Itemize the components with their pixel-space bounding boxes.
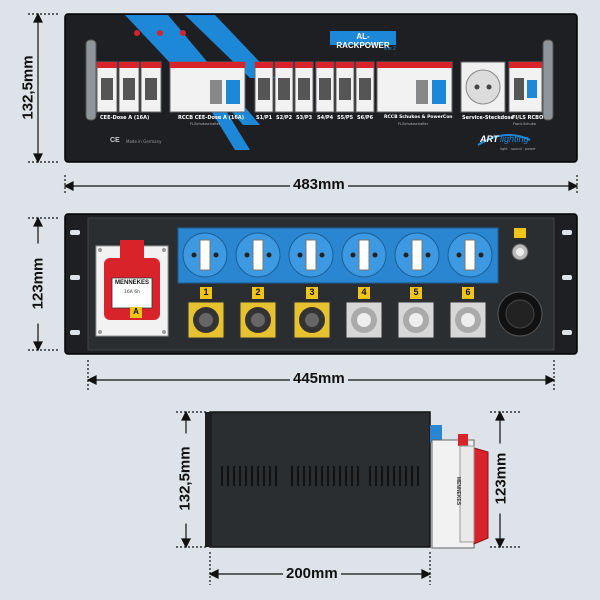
label-s4p4: S4/P4 (317, 115, 334, 121)
label-rccb-cee: RCCB CEE-Dose A (16A) (178, 115, 245, 121)
breaker-group-cee (96, 61, 162, 113)
side-housing (209, 411, 431, 548)
sublabel-rccb-schuko: FI-Schutzschalter (398, 122, 429, 126)
channel-number-1: 1 (203, 287, 209, 297)
rack-holes (70, 230, 572, 335)
label-s1p1: S1/P1 (256, 115, 273, 121)
side-plug-brand: MENNEKES (455, 476, 461, 506)
back-width-label: 445mm (290, 370, 348, 387)
ce-mark: CE (110, 137, 120, 144)
cee-channel-label: A (133, 307, 139, 316)
front-panel-drawing (28, 12, 579, 195)
side-vents (221, 466, 419, 486)
channel-number-3: 3 (309, 287, 315, 297)
rccb-cee (169, 61, 246, 113)
label-rccb-schuko: RCCB Schukos & PowerCon (384, 115, 453, 120)
channel-number-tiles (200, 287, 474, 299)
schuko-sockets (182, 232, 493, 278)
schuko-socket-row[interactable] (177, 227, 499, 284)
logo-tagline: light · sound · power (500, 147, 536, 151)
rccb-schuko (376, 61, 453, 113)
label-s3p3: S3/P3 (296, 115, 313, 121)
side-depth-label: 200mm (283, 565, 341, 582)
breaker-group-schuko-2 (315, 61, 375, 113)
schuko-socket-2[interactable] (235, 232, 281, 278)
breaker-group-schuko-1 (254, 61, 314, 113)
cee-socket[interactable] (95, 240, 169, 337)
channel-number-2: 2 (255, 287, 261, 297)
sublabel-rccb-cee: FI-Schutzschalter (190, 122, 221, 126)
rcbo-breaker (508, 61, 543, 113)
label-rcbo: FI/LS RCBO (512, 115, 544, 121)
brand-subtitle: line 2 (384, 46, 396, 52)
channel-number-6: 6 (465, 287, 471, 297)
label-cee-dose: CEE-Dose A (16A) (100, 115, 150, 121)
back-height-label: 123mm (29, 243, 47, 324)
front-height-label: 132,5mm (19, 47, 37, 128)
cable-gland (497, 291, 543, 337)
front-height-dimension (28, 12, 60, 164)
made-in-text: Made in Germany (126, 139, 162, 144)
cee-brand-label: MENNEKES (114, 280, 149, 286)
right-handle[interactable] (542, 39, 554, 121)
cee-spec-label: 16A 6h (124, 290, 140, 295)
side-height-label-right: 123mm (492, 443, 510, 514)
decor-dots (134, 30, 186, 36)
channel-number-4: 4 (361, 287, 367, 297)
schuko-socket-1[interactable] (182, 232, 228, 278)
logo-swoosh (477, 134, 531, 146)
brand-title: AL-RACKPOWER (336, 32, 390, 50)
schuko-socket-4[interactable] (341, 232, 387, 278)
label-s5p5: S5/P5 (337, 115, 354, 121)
label-s6p6: S6/P6 (357, 115, 374, 121)
front-width-label: 483mm (290, 176, 348, 193)
powercon-connectors[interactable] (187, 301, 487, 339)
left-handle[interactable] (85, 39, 97, 121)
side-cee-plug (430, 425, 489, 549)
sublabel-rcbo: Front-Schuko (513, 122, 536, 126)
schuko-socket-6[interactable] (447, 232, 493, 278)
side-height-label-left: 132,5mm (176, 433, 194, 524)
side-view-drawing (176, 410, 520, 585)
schuko-socket-3[interactable] (288, 232, 334, 278)
indicator-lamp (511, 228, 529, 261)
logo-art: ART (480, 134, 499, 144)
service-socket (460, 61, 506, 113)
label-s2p2: S2/P2 (276, 115, 293, 121)
label-service-socket: Service-Steckdose (462, 115, 514, 121)
channel-number-5: 5 (413, 287, 419, 297)
brand-box (330, 31, 396, 45)
logo-lighting: lighting (500, 134, 529, 144)
schuko-socket-5[interactable] (394, 232, 440, 278)
